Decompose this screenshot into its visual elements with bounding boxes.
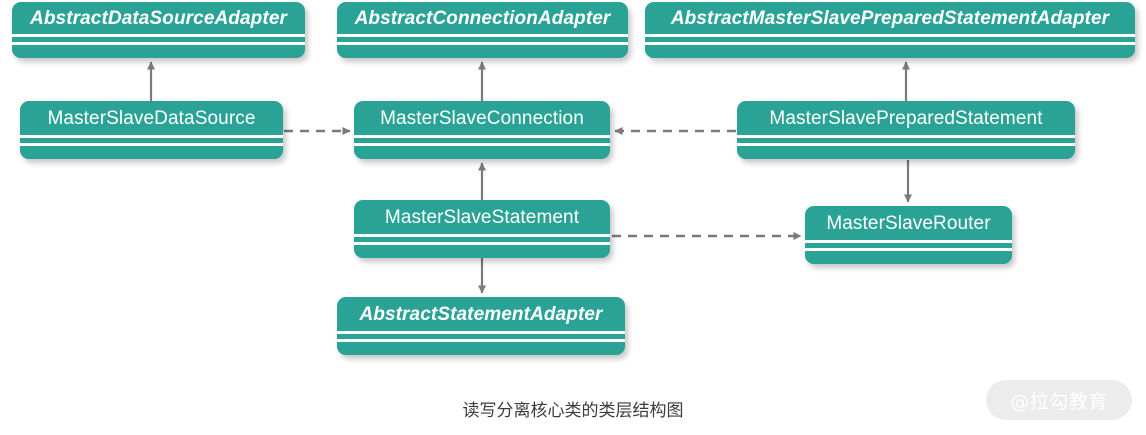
class-operations-compartment <box>20 146 283 159</box>
class-box-master-slave-prepared-statement[interactable]: MasterSlavePreparedStatement <box>737 101 1075 159</box>
class-compartment-divider <box>737 143 1075 146</box>
class-box-abstract-master-slave-prepared-statement-adapter[interactable]: AbstractMasterSlavePreparedStatementAdap… <box>645 2 1135 58</box>
class-compartment-divider <box>645 42 1135 45</box>
class-box-master-slave-connection[interactable]: MasterSlaveConnection <box>354 101 610 159</box>
watermark-badge: @拉勾教育 <box>986 380 1132 420</box>
class-compartment-divider <box>20 135 283 138</box>
class-operations-compartment <box>12 45 305 58</box>
class-name-master-slave-prepared-statement: MasterSlavePreparedStatement <box>769 107 1043 129</box>
class-attributes-compartment <box>20 138 283 143</box>
class-operations-compartment <box>645 45 1135 58</box>
class-compartment-divider <box>354 234 610 237</box>
class-name-master-slave-router: MasterSlaveRouter <box>826 212 991 234</box>
class-box-abstract-connection-adapter[interactable]: AbstractConnectionAdapter <box>337 2 628 58</box>
class-name-abstract-master-slave-prepared-statement-adapter: AbstractMasterSlavePreparedStatementAdap… <box>670 7 1110 29</box>
class-compartment-divider <box>805 248 1012 251</box>
class-box-abstract-statement-adapter[interactable]: AbstractStatementAdapter <box>337 297 625 355</box>
class-operations-compartment <box>354 146 610 159</box>
class-operations-compartment <box>337 45 628 58</box>
class-compartment-divider <box>354 143 610 146</box>
class-attributes-compartment <box>337 334 625 339</box>
class-name-abstract-connection-adapter: AbstractConnectionAdapter <box>354 7 611 29</box>
class-attributes-compartment <box>737 138 1075 143</box>
class-operations-compartment <box>337 342 625 355</box>
class-name-abstract-data-source-adapter: AbstractDataSourceAdapter <box>30 7 287 29</box>
class-operations-compartment <box>737 146 1075 159</box>
class-attributes-compartment <box>354 237 610 242</box>
class-compartment-divider <box>337 331 625 334</box>
class-attributes-compartment <box>645 37 1135 42</box>
class-compartment-divider <box>354 135 610 138</box>
class-name-master-slave-data-source: MasterSlaveDataSource <box>47 107 256 129</box>
class-operations-compartment <box>354 245 610 258</box>
class-name-abstract-statement-adapter: AbstractStatementAdapter <box>359 303 603 325</box>
class-attributes-compartment <box>354 138 610 143</box>
diagram-caption: 读写分离核心类的类层结构图 <box>462 401 684 421</box>
class-operations-compartment <box>805 251 1012 264</box>
class-compartment-divider <box>337 42 628 45</box>
class-compartment-divider <box>645 34 1135 37</box>
class-compartment-divider <box>737 135 1075 138</box>
class-box-abstract-data-source-adapter[interactable]: AbstractDataSourceAdapter <box>12 2 305 58</box>
class-name-master-slave-connection: MasterSlaveConnection <box>380 107 584 129</box>
class-compartment-divider <box>12 42 305 45</box>
class-compartment-divider <box>354 242 610 245</box>
class-compartment-divider <box>12 34 305 37</box>
class-name-master-slave-statement: MasterSlaveStatement <box>384 206 580 228</box>
class-box-master-slave-statement[interactable]: MasterSlaveStatement <box>354 200 610 258</box>
class-attributes-compartment <box>805 243 1012 248</box>
class-box-master-slave-router[interactable]: MasterSlaveRouter <box>805 206 1012 264</box>
class-attributes-compartment <box>12 37 305 42</box>
class-compartment-divider <box>337 34 628 37</box>
class-attributes-compartment <box>337 37 628 42</box>
class-compartment-divider <box>337 339 625 342</box>
class-compartment-divider <box>805 240 1012 243</box>
class-box-master-slave-data-source[interactable]: MasterSlaveDataSource <box>20 101 283 159</box>
class-compartment-divider <box>20 143 283 146</box>
